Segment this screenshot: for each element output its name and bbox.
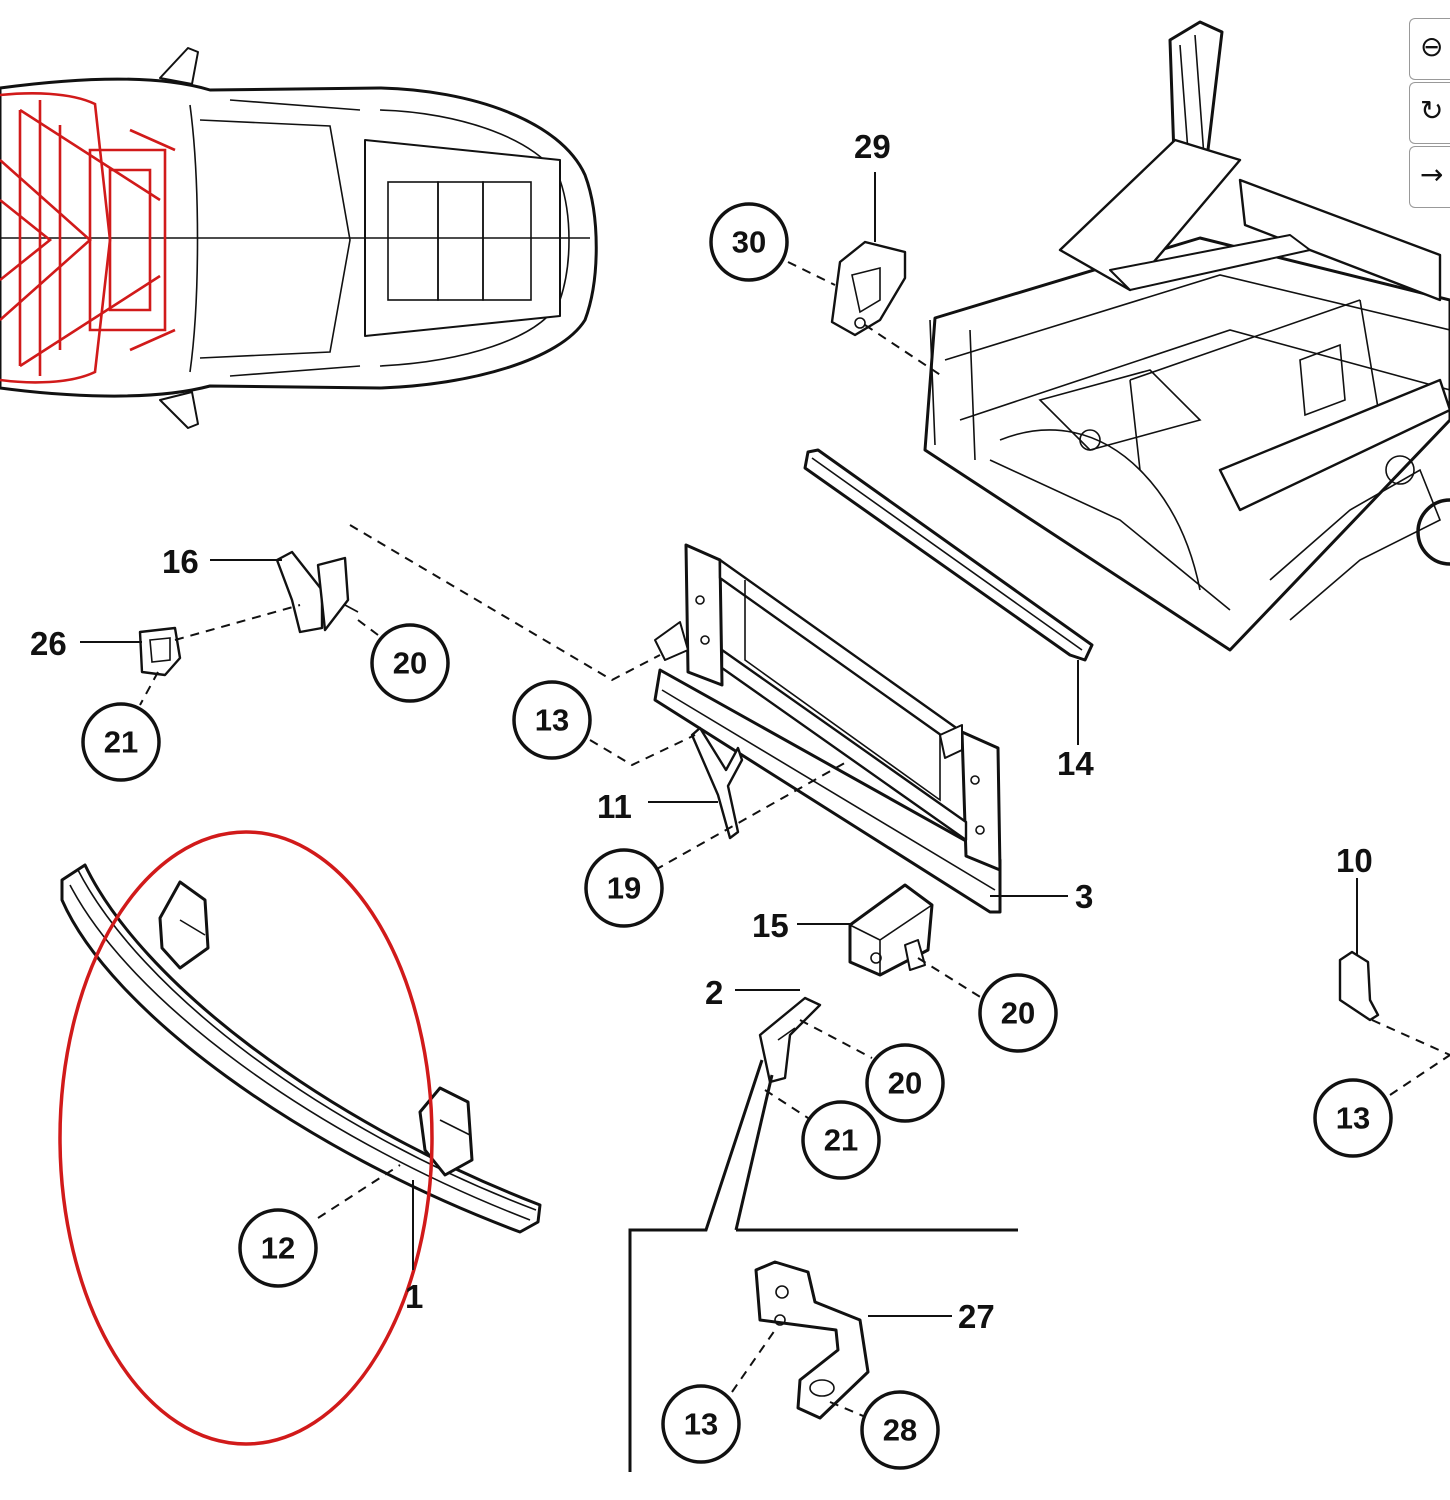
svg-text:20: 20 [393, 646, 427, 681]
callout-20-b: 20 [978, 973, 1058, 1053]
callout-27: 27 [958, 1298, 995, 1335]
callout-13-a: 13 [512, 680, 592, 760]
minus-circle-icon: ⊖ [1420, 30, 1444, 63]
callout-labels: 1 2 3 10 11 14 15 16 26 27 29 [30, 128, 1373, 1335]
part-27-bracket [754, 1260, 870, 1420]
part-2-bracket [758, 996, 822, 1084]
callout-29: 29 [854, 128, 891, 165]
callout-28: 28 [860, 1390, 940, 1470]
svg-text:21: 21 [824, 1123, 858, 1158]
callout-30: 30 [709, 202, 789, 282]
callout-19: 19 [584, 848, 664, 928]
svg-text:28: 28 [883, 1413, 917, 1448]
callout-2: 2 [705, 974, 723, 1011]
callout-1: 1 [405, 1278, 423, 1315]
dashed-connectors [139, 261, 1450, 1419]
part-16-bracket [275, 550, 359, 634]
svg-text:13: 13 [684, 1407, 718, 1442]
part-26-clip [138, 626, 182, 677]
callout-11: 11 [597, 788, 632, 825]
part-1-bumper-beam [60, 863, 542, 1234]
part-3-crossmember [653, 543, 1002, 914]
part-29-bracket [830, 240, 907, 337]
callout-12: 12 [238, 1208, 318, 1288]
circled-callouts: 12 13 13 13 19 20 20 20 21 21 28 30 [81, 202, 1450, 1470]
callout-15: 15 [752, 907, 789, 944]
callout-21-a: 21 [81, 702, 161, 782]
part-14-strip [803, 448, 1094, 662]
svg-text:13: 13 [1336, 1101, 1370, 1136]
rotate-button[interactable]: ↻ [1409, 82, 1450, 144]
svg-text:21: 21 [104, 725, 138, 760]
leader-lines [80, 172, 1358, 1317]
front-frame-structure [923, 20, 1450, 652]
partial-callout-edge [1416, 498, 1450, 566]
callout-16: 16 [162, 543, 199, 580]
callout-14: 14 [1057, 745, 1094, 782]
callout-13-b: 13 [1313, 1078, 1393, 1158]
part-11-bracket [690, 726, 744, 840]
detail-inset-frame [628, 1059, 1018, 1472]
callout-20-a: 20 [370, 623, 450, 703]
callout-3: 3 [1075, 878, 1093, 915]
svg-text:20: 20 [1001, 996, 1035, 1031]
callout-20-c: 20 [865, 1043, 945, 1123]
svg-text:12: 12 [261, 1231, 295, 1266]
callout-10: 10 [1336, 842, 1373, 879]
forward-button[interactable]: → [1409, 146, 1450, 208]
rotate-icon: ↻ [1420, 94, 1444, 127]
svg-text:19: 19 [607, 871, 641, 906]
svg-text:30: 30 [732, 225, 766, 260]
part-10-bracket [1338, 950, 1380, 1022]
arrow-right-icon: → [1420, 158, 1444, 191]
callout-21-b: 21 [801, 1100, 881, 1180]
svg-text:13: 13 [535, 703, 569, 738]
callout-13-c: 13 [661, 1384, 741, 1464]
part-15-bracket [848, 883, 934, 977]
car-top-view [0, 47, 598, 429]
callout-26: 26 [30, 625, 67, 662]
zoom-out-button[interactable]: ⊖ [1409, 18, 1450, 80]
svg-text:20: 20 [888, 1066, 922, 1101]
highlight-ellipse [58, 830, 434, 1446]
